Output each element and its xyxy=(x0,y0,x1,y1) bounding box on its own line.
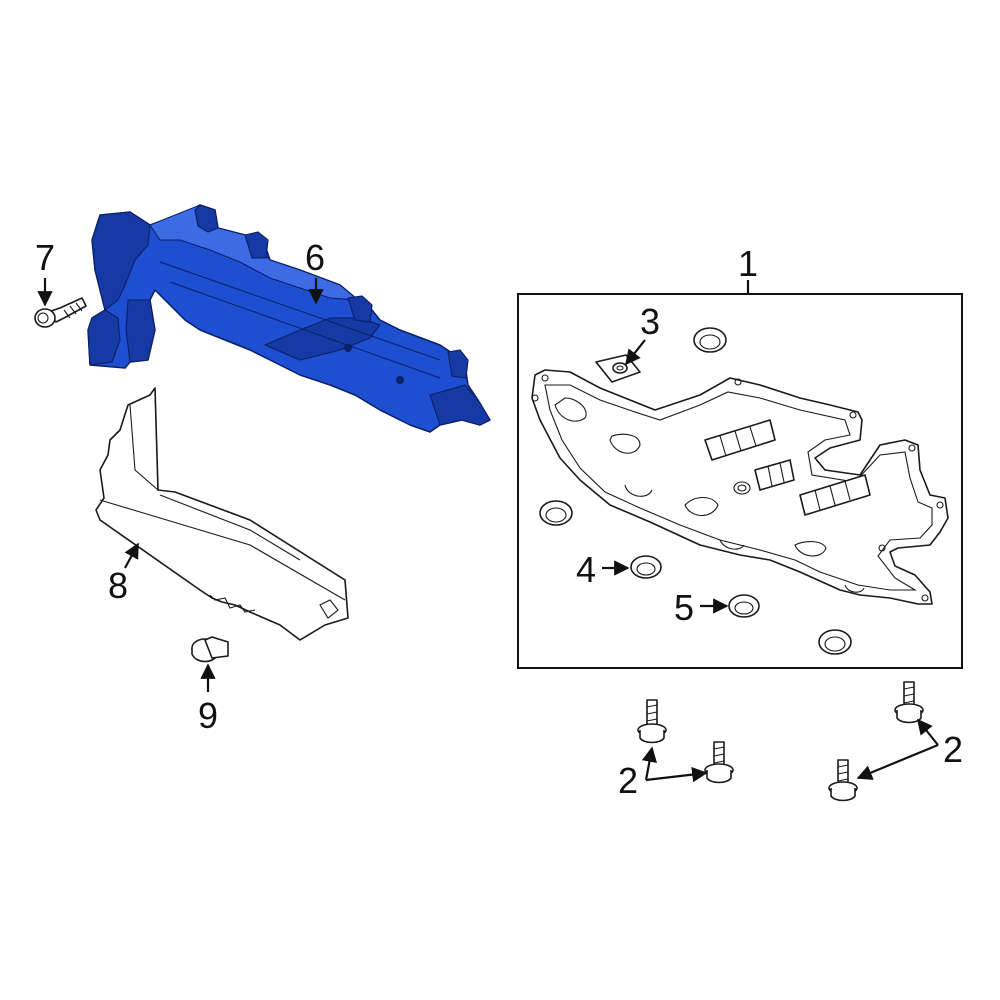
callout-4: 4 xyxy=(576,549,596,590)
callout-2-left: 2 xyxy=(618,760,638,801)
callout-7: 7 xyxy=(35,237,55,278)
part-2-bolt-c[interactable] xyxy=(894,681,924,724)
part-6-air-deflector[interactable] xyxy=(87,204,491,433)
part-2-bolt-a[interactable] xyxy=(637,699,667,744)
part-1-group-frame xyxy=(517,293,963,669)
part-9-clip[interactable] xyxy=(191,636,229,663)
part-4-grommet[interactable] xyxy=(630,555,662,579)
part-3-clip-nut[interactable] xyxy=(595,354,641,383)
grommet-bottom[interactable] xyxy=(818,629,852,655)
part-2-bolt-d[interactable] xyxy=(828,759,858,802)
callout-1: 1 xyxy=(738,243,758,284)
leader-lines xyxy=(37,278,939,783)
grommet-top[interactable] xyxy=(693,327,727,353)
callout-5: 5 xyxy=(674,587,694,628)
callout-6: 6 xyxy=(305,237,325,278)
grommet-left[interactable] xyxy=(539,500,573,526)
part-5-grommet[interactable] xyxy=(728,594,760,618)
callout-3: 3 xyxy=(640,301,660,342)
callout-2-right: 2 xyxy=(943,729,963,770)
part-2-bolt-b[interactable] xyxy=(704,741,734,784)
part-1-splash-shield[interactable] xyxy=(531,369,949,605)
part-8-air-guide[interactable] xyxy=(95,387,349,641)
part-7-bolt[interactable] xyxy=(34,297,87,328)
callout-9: 9 xyxy=(198,695,218,736)
callout-8: 8 xyxy=(108,565,128,606)
